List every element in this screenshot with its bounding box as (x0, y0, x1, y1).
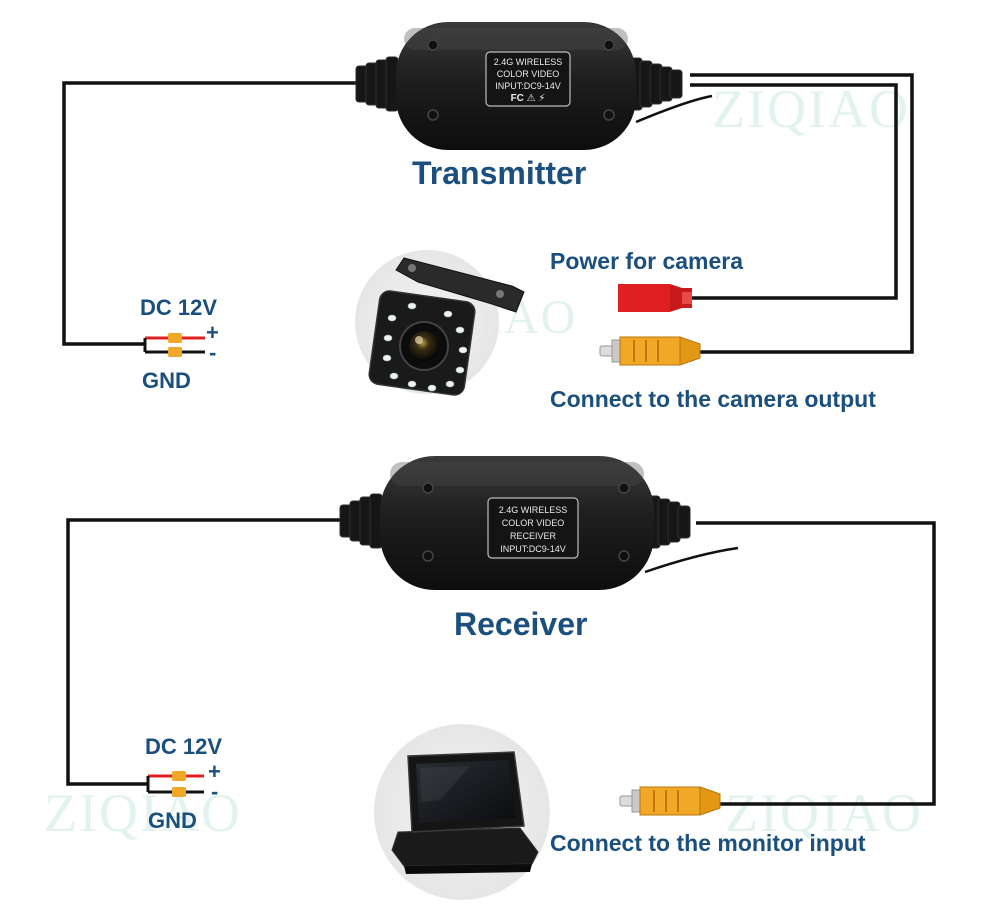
monitor-input-label: Connect to the monitor input (550, 830, 866, 856)
yellow-rca-plug-icon (599, 336, 701, 366)
receiver-gnd-label: GND (148, 808, 197, 833)
yellow-rca-plug-icon (619, 786, 721, 816)
transmitter-title: Transmitter (412, 155, 587, 191)
transmitter-plus-sign: + (206, 320, 219, 345)
receiver-label-line-1: 2.4G WIRELESS (499, 505, 568, 515)
receiver-plus-sign: + (208, 759, 221, 784)
transmitter-label-line-2: COLOR VIDEO (497, 69, 560, 79)
monitor-icon (374, 724, 550, 900)
watermark-bottom-right: ZIQIAO (725, 783, 923, 843)
transmitter-device: 2.4G WIRELESS COLOR VIDEO INPUT:DC9-14V … (355, 22, 683, 150)
camera-output-label: Connect to the camera output (550, 386, 876, 412)
receiver-label-line-4: INPUT:DC9-14V (500, 544, 566, 554)
transmitter-minus-sign: - (209, 340, 217, 365)
transmitter-power-leads (143, 333, 205, 357)
red-power-plug-icon (618, 284, 692, 312)
watermark-top-right: ZIQIAO (712, 79, 910, 139)
receiver-label-line-3: RECEIVER (510, 531, 557, 541)
transmitter-label-line-3: INPUT:DC9-14V (495, 81, 561, 91)
receiver-wires (66, 518, 936, 806)
camera-icon (355, 250, 525, 396)
transmitter-label-line-1: 2.4G WIRELESS (494, 57, 563, 67)
transmitter-wires (62, 73, 914, 354)
watermark-bottom-left: ZIQIAO (44, 783, 242, 843)
receiver-title: Receiver (454, 606, 588, 642)
transmitter-gnd-label: GND (142, 368, 191, 393)
receiver-minus-sign: - (211, 779, 219, 804)
receiver-power-leads (146, 771, 204, 797)
transmitter-voltage-label: DC 12V (140, 295, 218, 320)
receiver-device: 2.4G WIRELESS COLOR VIDEO RECEIVER INPUT… (339, 456, 691, 590)
transmitter-label-line-4: FC ⚠ ⚡ (511, 93, 546, 104)
receiver-voltage-label: DC 12V (145, 734, 223, 759)
power-for-camera-label: Power for camera (550, 248, 744, 274)
receiver-label-line-2: COLOR VIDEO (502, 518, 565, 528)
